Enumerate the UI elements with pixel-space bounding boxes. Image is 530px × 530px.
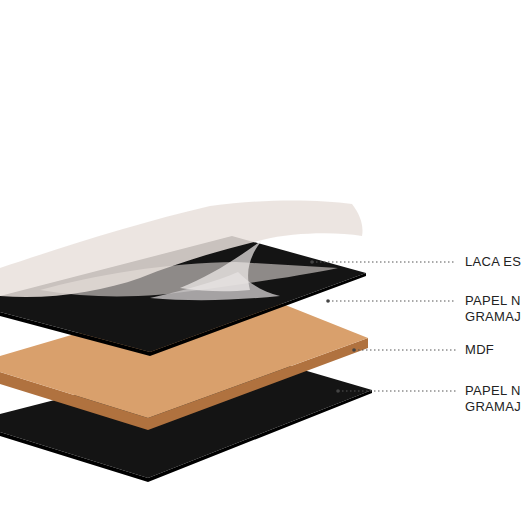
leader-dot — [336, 389, 340, 393]
leader-line — [312, 262, 456, 263]
layer-label: PAPEL N GRAMAJ — [465, 383, 527, 415]
layer-label: LACA ES — [465, 254, 527, 270]
leader-line — [328, 301, 456, 302]
leader-line — [338, 391, 456, 392]
layer-label: MDF — [465, 342, 527, 358]
leader-dot — [310, 260, 314, 264]
lacquer-curl — [180, 240, 262, 291]
layer-label: PAPEL N GRAMAJ — [465, 293, 527, 325]
leader-dot — [326, 299, 330, 303]
leader-dot — [352, 348, 356, 352]
leader-line — [354, 350, 456, 351]
lacquer-sheet — [0, 201, 363, 298]
